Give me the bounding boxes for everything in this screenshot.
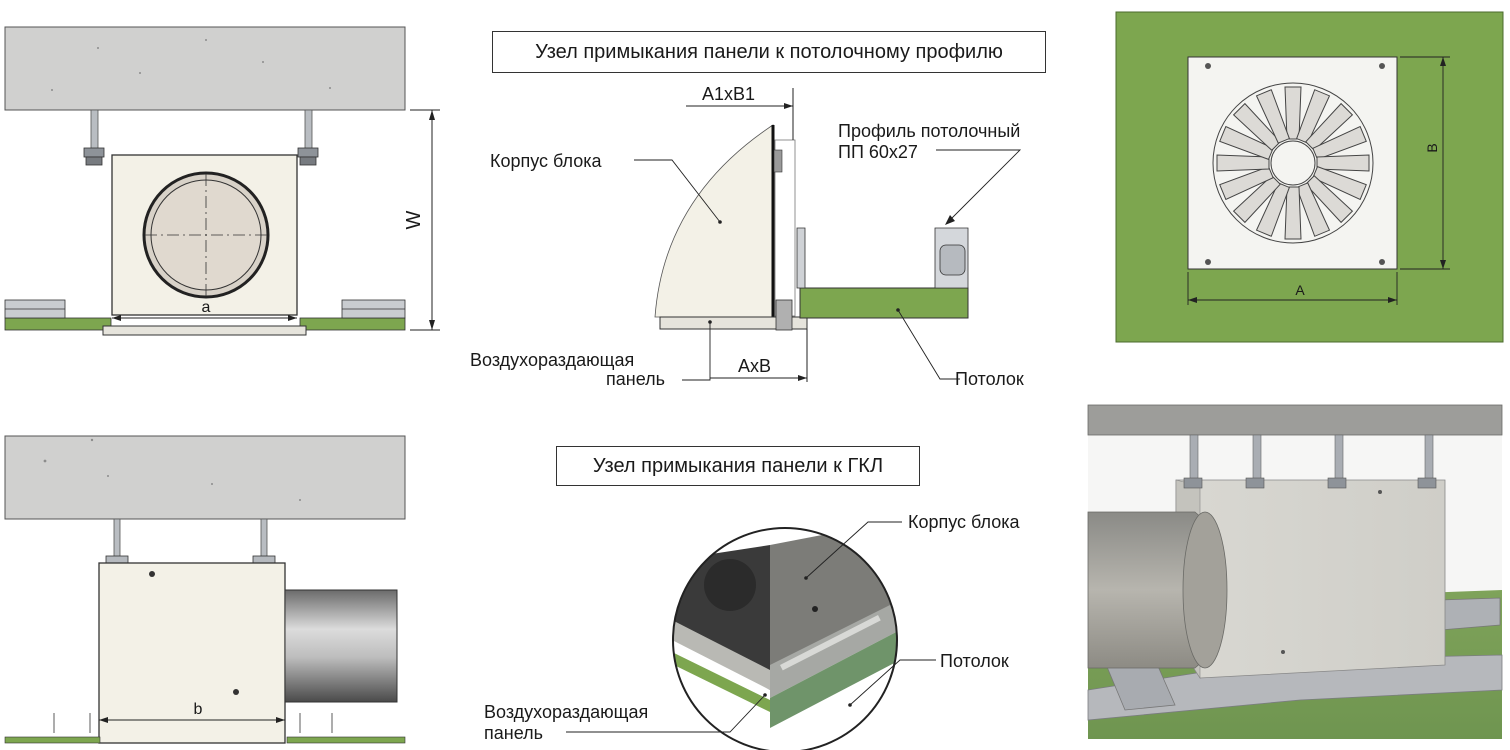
label-ceiling: Потолок	[955, 369, 1024, 389]
label-panel-line1: Воздухораздающая	[470, 350, 634, 370]
title-ceiling-profile-node: Узел примыкания панели к потолочному про…	[492, 31, 1046, 73]
unit-housing	[98, 562, 286, 744]
dim-a-label: a	[202, 299, 211, 316]
concrete-slab	[4, 435, 406, 520]
label-panel-gkl-line1: Воздухораздающая	[484, 702, 648, 722]
dim-A-label: A	[1295, 282, 1305, 298]
concrete-slab	[4, 26, 406, 111]
ceiling-strip	[299, 317, 406, 331]
side-view: b	[4, 435, 406, 744]
label-profile-line2: ПП 60x27	[838, 142, 918, 162]
detail-gkl: Корпус блока Потолок Воздухораздающая па…	[484, 512, 1021, 750]
dim-w-label: W	[403, 210, 425, 229]
air-panel-section	[659, 316, 808, 330]
air-panel	[102, 325, 307, 336]
dim-B-label: B	[1424, 143, 1440, 152]
label-housing-gkl: Корпус блока	[908, 512, 1021, 532]
housing-section	[654, 124, 774, 318]
label-profile-line1: Профиль потолочный	[838, 121, 1020, 141]
ceiling-section	[799, 287, 969, 319]
outlet-duct	[284, 589, 398, 703]
plan-view-diffuser: A B	[1115, 11, 1504, 343]
ceiling-strip	[4, 317, 112, 331]
section-ceiling-profile: A1xB1 AxB Корпус блока Профиль потолочны…	[470, 84, 1024, 389]
label-housing: Корпус блока	[490, 151, 603, 171]
dim-b-label: b	[194, 701, 203, 718]
slab-3d	[1087, 404, 1503, 436]
label-panel-line2: панель	[606, 369, 665, 389]
title-gkl-node: Узел примыкания панели к ГКЛ	[556, 446, 920, 486]
label-panel-gkl-line2: панель	[484, 723, 543, 743]
dim-axb-label: AxB	[738, 356, 771, 376]
render-3d	[1087, 404, 1503, 739]
front-view-round-duct: a W	[4, 26, 440, 336]
label-ceiling-gkl: Потолок	[940, 651, 1009, 671]
dim-a1b1-label: A1xB1	[702, 84, 755, 104]
swirl-slots	[1212, 82, 1374, 244]
